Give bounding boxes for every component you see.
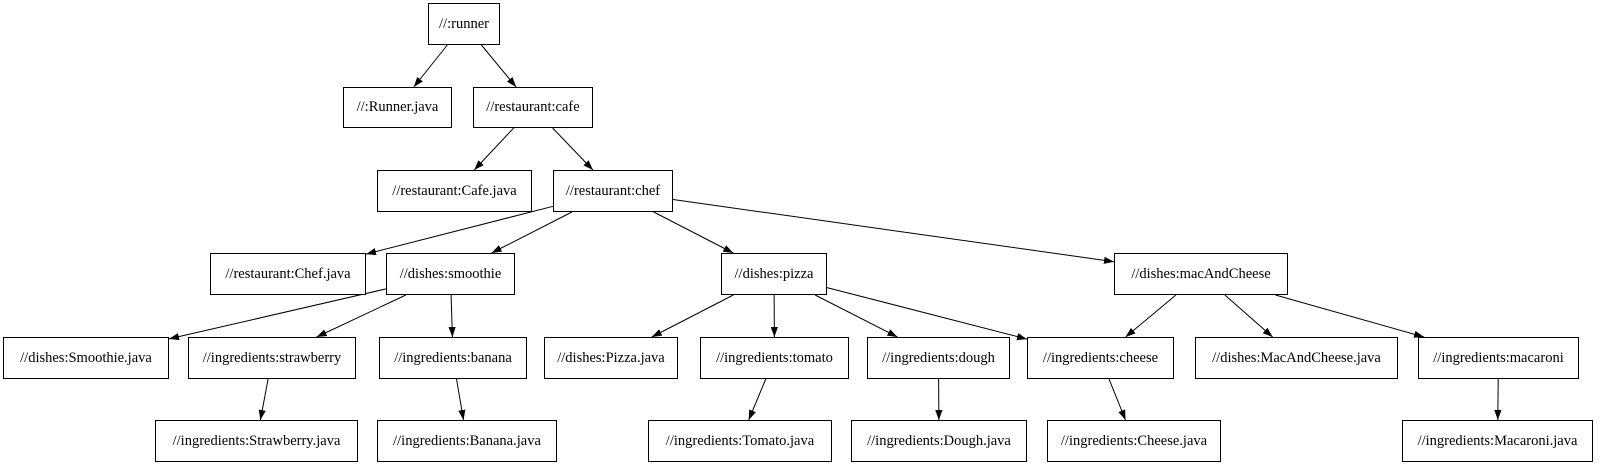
graph-node-label: //dishes:Pizza.java (557, 349, 665, 366)
graph-node-label: //ingredients:Strawberry.java (172, 432, 341, 449)
graph-node-cafe: //restaurant:cafe (473, 87, 593, 128)
edge-macandcheese-to-macaroni (1275, 294, 1425, 338)
edge-pizza-to-cheese (826, 287, 1028, 341)
edge-strawberry-to-strawberry-java (258, 378, 269, 421)
graph-node-label: //:runner (439, 15, 489, 32)
graph-node-macaroni-java: //ingredients:Macaroni.java (1402, 420, 1593, 462)
graph-node-dough-java: //ingredients:Dough.java (851, 420, 1027, 462)
graph-node-dough: //ingredients:dough (867, 337, 1010, 379)
graph-node-label: //dishes:smoothie (399, 265, 502, 282)
graph-node-label: //ingredients:tomato (716, 349, 833, 366)
edge-cafe-to-chef (552, 127, 594, 171)
graph-node-chef-java: //restaurant:Chef.java (210, 253, 366, 295)
graph-node-runner-java: //:Runner.java (343, 87, 452, 128)
edge-chef-to-pizza (653, 211, 734, 254)
edge-group (168, 44, 1502, 421)
graph-node-label: //restaurant:cafe (486, 99, 580, 115)
edge-chef-to-smoothie (491, 211, 573, 254)
graph-node-label: //ingredients:cheese (1042, 349, 1159, 366)
graph-node-cheese-java: //ingredients:Cheese.java (1047, 420, 1221, 462)
graph-node-label: //dishes:Smoothie.java (20, 349, 152, 366)
edge-tomato-to-tomato-java (748, 378, 767, 421)
graph-node-label: //ingredients:Banana.java (393, 432, 541, 449)
edge-macandcheese-to-macandcheese-java (1224, 294, 1273, 338)
graph-node-label: //ingredients:banana (394, 349, 512, 366)
graph-node-label: //ingredients:macaroni (1433, 349, 1564, 366)
graph-node-banana: //ingredients:banana (379, 337, 527, 379)
edge-chef-to-chef-java (365, 205, 554, 256)
edge-smoothie-to-strawberry (316, 294, 407, 338)
graph-node-macandcheese: //dishes:macAndCheese (1114, 253, 1288, 295)
graph-node-label: //restaurant:chef (565, 182, 661, 199)
graph-node-label: //restaurant:Chef.java (225, 265, 351, 282)
graph-node-label: //:Runner.java (356, 99, 439, 115)
graph-node-label: //ingredients:Macaroni.java (1417, 432, 1578, 449)
graph-node-banana-java: //ingredients:Banana.java (377, 420, 557, 462)
graph-node-smoothie-java: //dishes:Smoothie.java (3, 337, 169, 379)
graph-node-cafe-java: //restaurant:Cafe.java (377, 170, 532, 212)
edge-cheese-to-cheese-java (1108, 378, 1126, 421)
edge-chef-to-macandcheese (672, 199, 1115, 264)
graph-node-label: //ingredients:Cheese.java (1060, 432, 1208, 449)
edge-runner-to-runner-java (413, 44, 448, 88)
graph-node-label: //ingredients:strawberry (202, 349, 342, 366)
graph-node-label: //dishes:MacAndCheese.java (1212, 349, 1381, 366)
graph-node-label: //dishes:pizza (734, 265, 814, 282)
edge-runner-to-cafe (481, 44, 517, 88)
graph-node-smoothie: //dishes:smoothie (386, 253, 515, 295)
graph-node-cheese: //ingredients:cheese (1027, 337, 1174, 379)
edge-cafe-to-cafe-java (473, 127, 515, 171)
edge-smoothie-to-smoothie-java (168, 288, 387, 341)
graph-node-strawberry-java: //ingredients:Strawberry.java (155, 420, 358, 462)
edge-pizza-to-dough (814, 294, 898, 338)
graph-node-macaroni: //ingredients:macaroni (1418, 337, 1579, 379)
edge-macandcheese-to-cheese (1125, 294, 1177, 338)
graph-node-pizza-java: //dishes:Pizza.java (544, 337, 678, 379)
graph-node-label: //ingredients:Tomato.java (665, 432, 815, 449)
graph-node-macandcheese-java: //dishes:MacAndCheese.java (1195, 337, 1398, 379)
graph-node-runner: //:runner (428, 3, 500, 45)
graph-node-tomato: //ingredients:tomato (700, 337, 849, 379)
graph-node-chef: //restaurant:chef (553, 170, 673, 212)
graph-node-label: //restaurant:Cafe.java (392, 182, 517, 199)
edge-banana-to-banana-java (456, 378, 466, 421)
edge-pizza-to-pizza-java (651, 294, 734, 338)
edge-smoothie-to-banana (448, 294, 456, 338)
graph-node-pizza: //dishes:pizza (721, 253, 827, 295)
graph-node-label: //ingredients:Dough.java (867, 432, 1011, 449)
graph-node-strawberry: //ingredients:strawberry (188, 337, 356, 379)
graph-node-tomato-java: //ingredients:Tomato.java (648, 420, 832, 462)
graph-node-label: //dishes:macAndCheese (1131, 265, 1271, 282)
graph-node-label: //ingredients:dough (882, 349, 995, 366)
